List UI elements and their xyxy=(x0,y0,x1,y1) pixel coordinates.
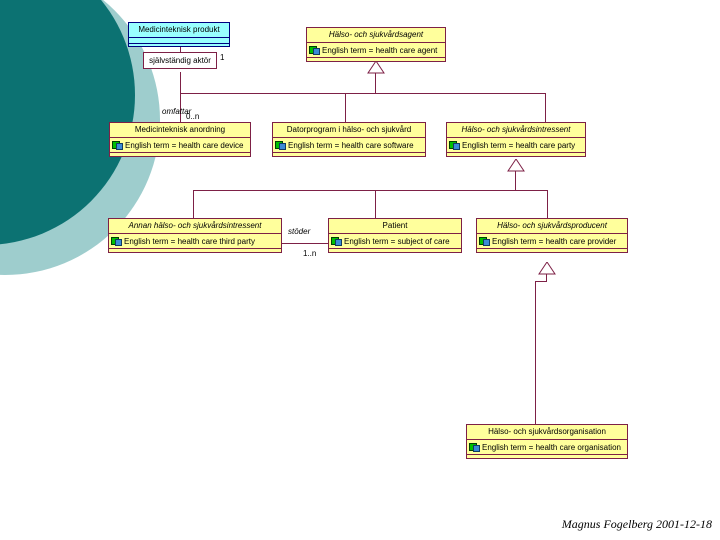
class-attributes: English term = health care software xyxy=(273,138,425,153)
footer-credit: Magnus Fogelberg 2001-12-18 xyxy=(561,517,712,531)
class-annan-intressent[interactable]: Annan hälso- och sjukvårdsintressent Eng… xyxy=(108,218,282,253)
tagged-value-icon xyxy=(309,45,320,55)
class-operations xyxy=(467,455,627,468)
class-name: Patient xyxy=(329,219,461,234)
multiplicity-anordning-0n: 0..n xyxy=(186,112,200,121)
class-tagged-value: English term = health care software xyxy=(288,140,414,150)
gen-stem-producent xyxy=(546,274,547,281)
class-attributes xyxy=(129,38,229,44)
class-operations xyxy=(447,153,585,166)
class-name: Medicinteknisk anordning xyxy=(110,123,250,138)
class-halso-sjukvardsagent[interactable]: Hälso- och sjukvårdsagent English term =… xyxy=(306,27,446,62)
gen-line-organisation xyxy=(535,281,536,424)
tagged-value-icon xyxy=(449,140,460,150)
gen-stem-intressent xyxy=(515,171,516,190)
class-datorprogram[interactable]: Datorprogram i hälso- och sjukvård Engli… xyxy=(272,122,426,157)
gen-bar-agent xyxy=(180,93,546,94)
tagged-value-icon xyxy=(111,236,122,246)
class-name: Datorprogram i hälso- och sjukvård xyxy=(273,123,425,138)
class-name: Hälso- och sjukvårdsagent xyxy=(307,28,445,43)
tagged-value-icon xyxy=(112,140,123,150)
class-medicinteknisk-anordning[interactable]: Medicinteknisk anordning English term = … xyxy=(109,122,251,157)
multiplicity-patient-1n: 1..n xyxy=(303,249,317,258)
role-sjalvstandig-aktor[interactable]: självständig aktör xyxy=(143,52,217,69)
class-tagged-value: English term = health care third party xyxy=(124,236,255,246)
class-operations xyxy=(109,249,281,262)
class-operations xyxy=(329,249,461,262)
assoc-label-omfattar: omfattar xyxy=(162,107,192,116)
class-name: Medicinteknisk produkt xyxy=(129,23,229,38)
generalization-triangle-intressent xyxy=(507,159,525,172)
gen-jog-producent xyxy=(535,281,547,282)
class-operations xyxy=(477,249,627,262)
class-tagged-value: English term = health care agent xyxy=(322,45,438,55)
tagged-value-icon xyxy=(331,236,342,246)
class-attributes: English term = health care device xyxy=(110,138,250,153)
class-patient[interactable]: Patient English term = subject of care xyxy=(328,218,462,253)
class-attributes: English term = health care provider xyxy=(477,234,627,249)
class-tagged-value: English term = health care provider xyxy=(492,236,617,246)
class-name: Hälso- och sjukvårdsproducent xyxy=(477,219,627,234)
assoc-label-stoder: stöder xyxy=(288,227,311,236)
role-label: självständig aktör xyxy=(149,56,211,65)
class-attributes: English term = health care party xyxy=(447,138,585,153)
class-attributes: English term = health care organisation xyxy=(467,440,627,455)
class-name: Hälso- och sjukvårdsintressent xyxy=(447,123,585,138)
multiplicity-produkt-1: 1 xyxy=(220,53,225,62)
class-halso-sjukvardsorganisation[interactable]: Hälso- och sjukvårdsorganisation English… xyxy=(466,424,628,459)
gen-bar-intressent xyxy=(193,190,548,191)
generalization-triangle-agent xyxy=(367,61,385,74)
class-operations xyxy=(273,153,425,166)
class-name: Hälso- och sjukvårdsorganisation xyxy=(467,425,627,440)
class-tagged-value: English term = health care device xyxy=(125,140,244,150)
class-name: Annan hälso- och sjukvårdsintressent xyxy=(109,219,281,234)
class-tagged-value: English term = health care organisation xyxy=(482,442,621,452)
tagged-value-icon xyxy=(469,442,480,452)
gen-branch-intressent xyxy=(545,93,546,122)
class-operations xyxy=(307,58,445,71)
class-medicinteknisk-produkt[interactable]: Medicinteknisk produkt xyxy=(128,22,230,47)
gen-branch-datorprogram xyxy=(345,93,346,122)
gen-branch-anordning xyxy=(180,93,181,122)
gen-branch-patient xyxy=(375,190,376,218)
gen-branch-producent xyxy=(547,190,548,218)
tagged-value-icon xyxy=(275,140,286,150)
class-halso-sjukvardsproducent[interactable]: Hälso- och sjukvårdsproducent English te… xyxy=(476,218,628,253)
class-attributes: English term = subject of care xyxy=(329,234,461,249)
gen-branch-annan xyxy=(193,190,194,218)
class-tagged-value: English term = health care party xyxy=(462,140,576,150)
class-tagged-value: English term = subject of care xyxy=(344,236,450,246)
class-attributes: English term = health care agent xyxy=(307,43,445,58)
generalization-triangle-producent xyxy=(538,262,556,275)
assoc-line-stoder xyxy=(282,243,328,244)
class-operations xyxy=(110,153,250,166)
class-attributes: English term = health care third party xyxy=(109,234,281,249)
tagged-value-icon xyxy=(479,236,490,246)
class-halso-sjukvardsintressent[interactable]: Hälso- och sjukvårdsintressent English t… xyxy=(446,122,586,157)
gen-stem-agent xyxy=(375,73,376,93)
class-operations xyxy=(129,44,229,49)
